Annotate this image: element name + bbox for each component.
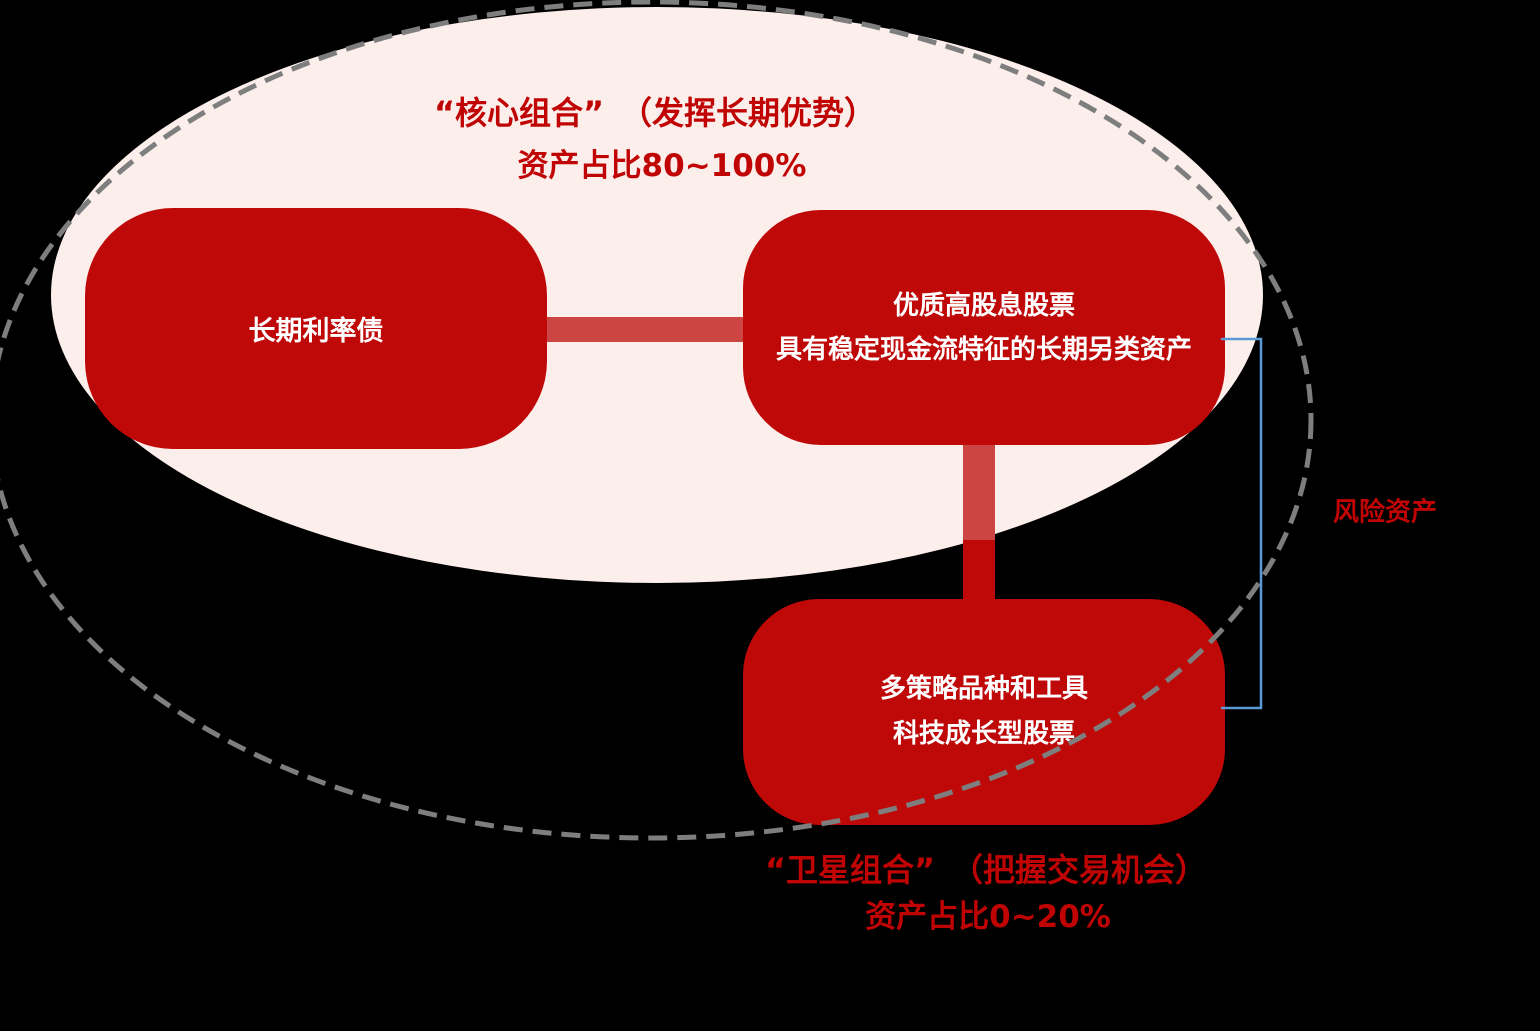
node-multi-strategy: 多策略品种和工具 科技成长型股票 (743, 599, 1225, 825)
risk-assets-bracket (1220, 337, 1263, 710)
connector-dividend-to-multi-upper (963, 430, 995, 540)
core-portfolio-title: “核心组合” （发挥长期优势） (433, 94, 877, 132)
node-multi-strategy-line2: 科技成长型股票 (892, 719, 1075, 749)
satellite-portfolio-subtitle: 资产占比0~20% (865, 899, 1111, 935)
node-long-term-rate-bonds-label: 长期利率债 (248, 316, 384, 347)
node-long-term-rate-bonds: 长期利率债 (85, 208, 547, 449)
node-quality-dividend-line1: 优质高股息股票 (892, 290, 1075, 321)
node-multi-strategy-line1: 多策略品种和工具 (879, 674, 1088, 704)
node-quality-dividend-line2: 具有稳定现金流特征的长期另类资产 (775, 334, 1192, 365)
core-portfolio-subtitle: 资产占比80~100% (517, 148, 807, 184)
risk-assets-label: 风险资产 (1332, 497, 1438, 528)
connector-bond-to-dividend (520, 317, 770, 342)
node-quality-dividend-assets: 优质高股息股票 具有稳定现金流特征的长期另类资产 (743, 210, 1225, 445)
satellite-portfolio-title: “卫星组合” （把握交易机会） (764, 851, 1208, 889)
